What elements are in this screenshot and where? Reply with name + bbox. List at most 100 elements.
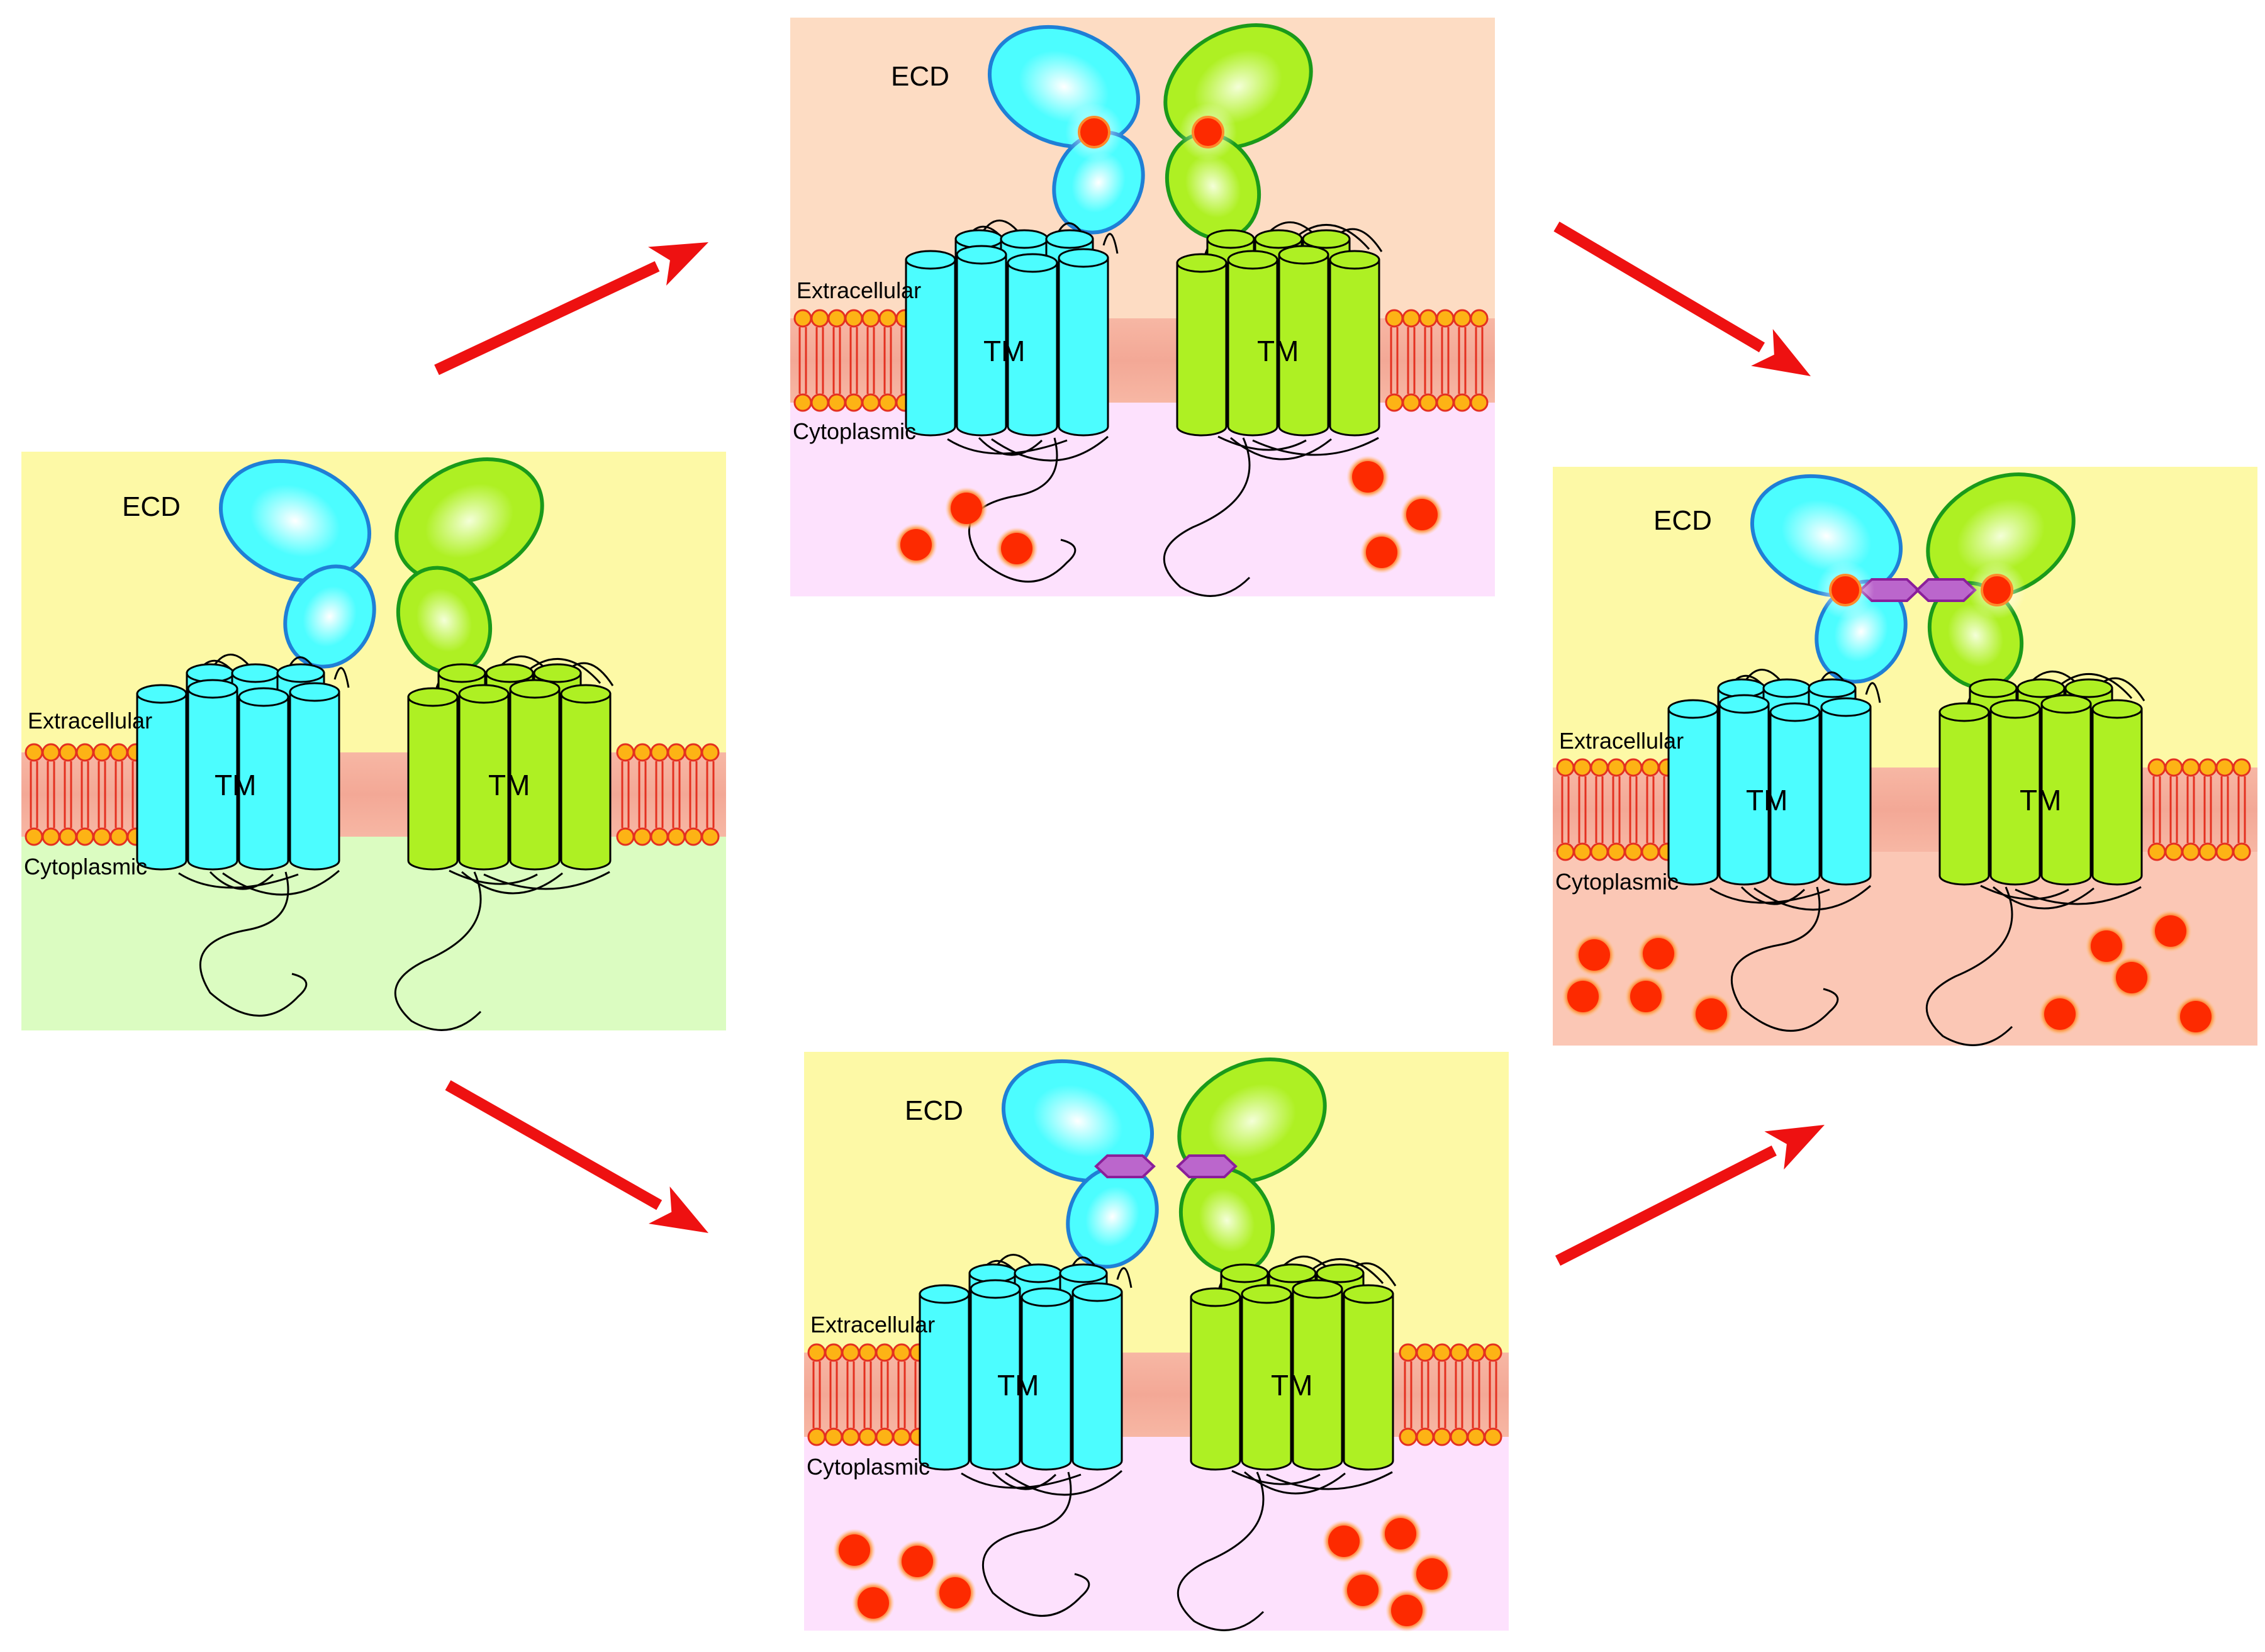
tm-helix-blue xyxy=(1667,699,1719,886)
tm-label-left: TM xyxy=(215,769,256,801)
intracellular-loops xyxy=(947,435,1379,462)
tm-helix-green xyxy=(1989,699,2041,886)
ion xyxy=(1379,1512,1422,1555)
ecd-lobe-blue xyxy=(1001,1059,1155,1183)
lipid xyxy=(1590,758,1609,861)
ion xyxy=(852,1582,895,1624)
tm-helix-blue xyxy=(289,682,340,871)
lipid xyxy=(1607,758,1626,861)
lipid xyxy=(1450,1343,1468,1446)
membrane-band xyxy=(790,318,1495,403)
ecd-lobe-green xyxy=(1177,1058,1327,1185)
lipid xyxy=(701,743,720,846)
tm-helix-green xyxy=(560,684,612,871)
tm-helix-green xyxy=(1241,1284,1292,1471)
allosteric-modulator xyxy=(1176,1154,1238,1178)
lipid xyxy=(807,1343,826,1446)
ion xyxy=(934,1571,976,1614)
tm-label-right: TM xyxy=(488,769,530,801)
ion xyxy=(2110,956,2153,999)
receptor-dimer xyxy=(1667,472,2145,1046)
extracellular-label: Extracellular xyxy=(1559,728,1684,754)
extracellular-domains xyxy=(218,457,544,675)
ion xyxy=(1385,1589,1428,1632)
lipid xyxy=(827,309,846,412)
tm-label-left: TM xyxy=(1746,784,1787,817)
lipid xyxy=(2215,758,2234,861)
ion xyxy=(2149,910,2192,952)
tm-helix-blue xyxy=(1058,248,1109,437)
lipid xyxy=(841,1343,860,1446)
tm-helix-blue xyxy=(1071,1282,1123,1471)
tm-helix-green xyxy=(2091,699,2143,886)
ion xyxy=(1690,993,1733,1035)
tm-helix-green xyxy=(1938,702,1990,886)
extracellular-label: Extracellular xyxy=(810,1312,935,1337)
ion xyxy=(1625,975,1667,1018)
tm-helix-green xyxy=(1190,1287,1241,1471)
tm-helix-green xyxy=(2040,694,2092,886)
ion xyxy=(1360,531,1403,574)
ecd-label: ECD xyxy=(891,61,949,92)
tm-helix-blue xyxy=(1820,697,1872,886)
arrow-modulator-to-both xyxy=(1555,1125,1825,1266)
arrow-to-modulator xyxy=(445,1080,708,1233)
tm-helix-green xyxy=(1292,1279,1343,1471)
lipid xyxy=(824,1343,843,1446)
ion xyxy=(1562,975,1604,1018)
lipid xyxy=(1433,1343,1451,1446)
panel-background xyxy=(21,452,726,1030)
extracellular-label: Extracellular xyxy=(28,708,152,734)
cytoplasmic-label: Cytoplasmic xyxy=(24,854,147,879)
lipid xyxy=(2198,758,2217,861)
cytoplasmic-label: Cytoplasmic xyxy=(793,418,916,444)
ligands xyxy=(1816,561,2026,619)
lipid xyxy=(2232,758,2251,861)
allosteric-modulator xyxy=(1915,578,1977,602)
lipid xyxy=(861,309,880,412)
intracellular-loops xyxy=(178,869,610,896)
agonist-molecule xyxy=(1179,103,1237,161)
ion-cluster xyxy=(895,455,1443,574)
tm-label-right: TM xyxy=(2020,784,2061,817)
receptor-dimer xyxy=(905,23,1383,597)
lipid xyxy=(858,1343,877,1446)
ion xyxy=(1411,1553,1453,1595)
lipid-bilayer xyxy=(790,309,1495,412)
tm-helix-green xyxy=(1176,253,1228,437)
tm-helix-blue xyxy=(238,687,289,871)
ion xyxy=(895,523,937,566)
lipid-bilayer xyxy=(1553,758,2257,861)
ion xyxy=(945,487,988,530)
extracellular-domains xyxy=(1001,1058,1327,1275)
ion xyxy=(1637,932,1680,975)
ion xyxy=(1401,493,1443,536)
c-terminal-tail-blue xyxy=(968,437,1077,583)
ion-cluster xyxy=(1562,910,2217,1038)
agonist-molecule xyxy=(1968,561,2026,619)
transition-arrows xyxy=(434,221,1825,1266)
lipid xyxy=(109,743,128,846)
ion xyxy=(2085,925,2128,968)
tm-helix-blue xyxy=(1007,253,1058,437)
lipid xyxy=(1484,1343,1502,1446)
ion xyxy=(1573,934,1616,976)
tm-helix-green xyxy=(407,687,459,871)
lipid xyxy=(2181,758,2200,861)
ion xyxy=(2174,995,2217,1038)
lipid xyxy=(650,743,669,846)
ion xyxy=(2038,993,2081,1035)
ecd-label: ECD xyxy=(905,1095,963,1126)
tm-helix-blue xyxy=(970,1279,1021,1471)
ion-cluster xyxy=(833,1512,1453,1632)
cytoplasmic-label: Cytoplasmic xyxy=(807,1454,930,1480)
ion xyxy=(1341,1569,1384,1612)
intracellular-loops xyxy=(961,1470,1393,1496)
tm-label-left: TM xyxy=(983,335,1025,367)
tm-label-left: TM xyxy=(997,1369,1039,1402)
c-terminal-tail-green xyxy=(394,871,482,1031)
cytoplasmic-label: Cytoplasmic xyxy=(1555,869,1679,895)
receptor-dimer xyxy=(136,457,614,1031)
lipid xyxy=(1641,758,1660,861)
